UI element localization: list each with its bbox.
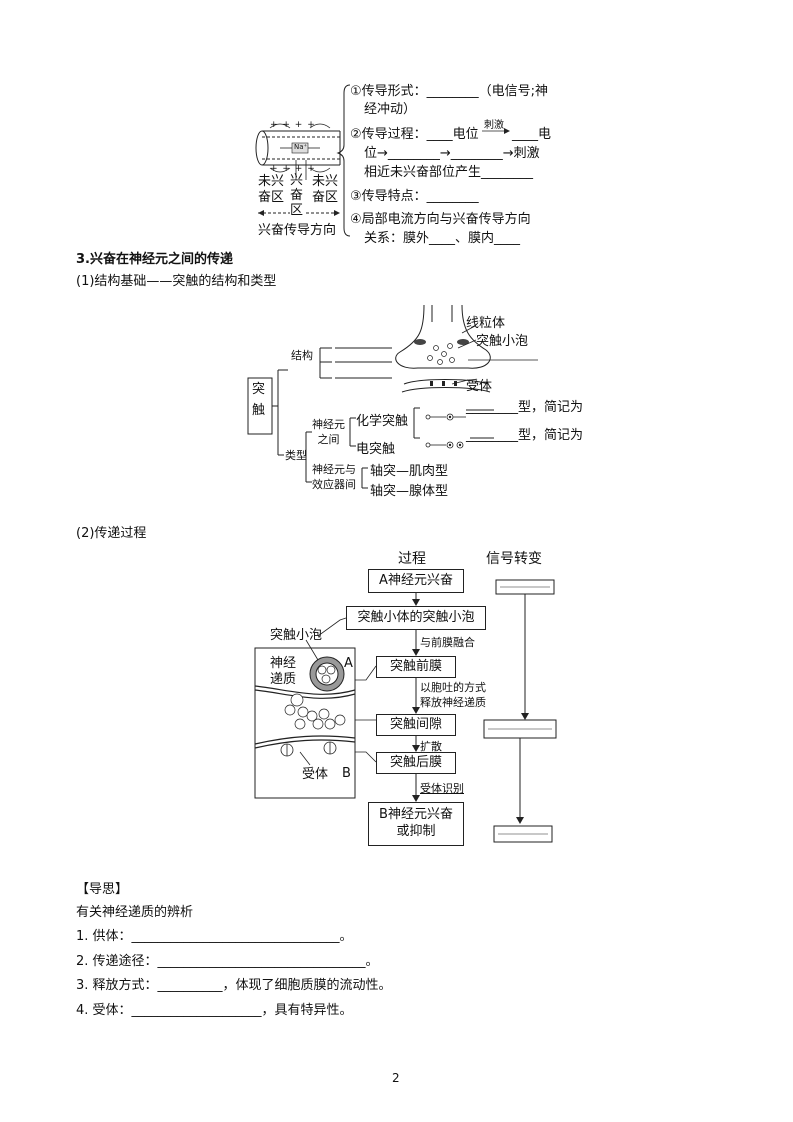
neuron-effector-label: 神经元与 效应器间	[312, 463, 356, 491]
item-2b: 位→________→________→刺激	[364, 146, 540, 161]
electrical-type-blank: ________型，简记为	[466, 428, 584, 443]
sodium-label: Na⁺	[294, 143, 308, 151]
receptor-label: 受体	[466, 379, 493, 394]
axon-muscle-label: 轴突—肌肉型	[370, 464, 449, 479]
item-4: ④局部电流方向与兴奋传导方向	[350, 212, 531, 227]
chemical-synapse-label: 化学突触	[356, 414, 409, 429]
step-b-neuron-response: B神经元兴奋 或抑制	[368, 802, 464, 846]
section-3-heading: 3.兴奋在神经元之间的传递	[76, 252, 233, 267]
neuron-between-label: 神经元 之间	[312, 418, 345, 446]
reflection-subtitle: 有关神经递质的辨析	[76, 905, 194, 920]
process-column-header: 过程	[398, 551, 426, 567]
fig-neuron-b-label: B	[342, 766, 351, 781]
axon-gland-label: 轴突—腺体型	[370, 484, 449, 499]
direction-label: 兴奋传导方向	[258, 223, 337, 238]
question-release-mode: 3. 释放方式：__________，体现了细胞质膜的流动性。	[76, 978, 392, 993]
stimulus-label: 刺激	[484, 120, 504, 131]
question-pathway: 2. 传递途径：________________________________…	[76, 954, 379, 969]
note-fuse-membrane: 与前膜融合	[420, 636, 475, 649]
note-exocytosis: 以胞吐的方式	[420, 681, 486, 694]
step-presynaptic-membrane: 突触前膜	[376, 656, 456, 678]
fig-vesicle-label: 突触小泡	[270, 628, 323, 643]
section-3-subheading: (1)结构基础——突触的结构和类型	[76, 274, 277, 289]
electrical-synapse-label: 电突触	[356, 442, 396, 457]
transmission-subheading: (2)传递过程	[76, 526, 147, 541]
excited-region-label: 兴 奋 区	[290, 173, 304, 218]
signal-column-header: 信号转变	[486, 551, 542, 567]
unexcited-left-label: 未兴 奋区	[258, 174, 285, 205]
step-a-neuron-excited: A神经元兴奋	[368, 569, 464, 593]
synapse-root: 突 触	[252, 382, 266, 418]
fig-neurotransmitter-label: 神经 递质	[270, 656, 297, 687]
synapse-map-lines	[247, 304, 538, 489]
chemical-type-blank: ________型，简记为	[466, 400, 584, 415]
item-2-end: ____电	[512, 127, 552, 142]
reflection-title: 【导思】	[76, 882, 129, 897]
step-synaptic-cleft: 突触间隙	[376, 714, 456, 736]
item-1: ①传导形式：________（电信号;神	[350, 84, 549, 99]
note-diffusion: 扩散	[420, 740, 442, 753]
vesicle-label: 突触小泡	[476, 334, 529, 349]
fig-neuron-a-label: A	[344, 656, 353, 671]
nerve-fiber-figure	[255, 84, 510, 237]
mitochondria-label: 线粒体	[466, 316, 506, 331]
note-receptor-recognition: 受体识别	[420, 782, 464, 795]
item-4b: 关系：膜外____、膜内____	[364, 231, 521, 246]
item-3: ③传导特点：________	[350, 189, 479, 204]
note-release-nt: 释放神经递质	[420, 696, 486, 709]
transmission-lines	[254, 579, 557, 843]
item-2: ②传导过程：____电位	[350, 127, 479, 142]
fig-receptor-label: 受体	[302, 767, 329, 782]
question-receptor: 4. 受体：____________________，具有特异性。	[76, 1003, 353, 1018]
item-1b: 经冲动）	[364, 102, 417, 117]
step-postsynaptic-membrane: 突触后膜	[376, 752, 456, 774]
question-donor: 1. 供体：________________________________。	[76, 929, 353, 944]
item-2c: 相近未兴奋部位产生________	[364, 165, 534, 180]
structure-label: 结构	[291, 349, 313, 362]
type-label: 类型	[285, 449, 307, 462]
plus-row-top: + + + +	[270, 120, 316, 130]
plus-row-bottom: + + + +	[270, 164, 316, 174]
unexcited-right-label: 未兴 奋区	[312, 174, 339, 205]
page-number: 2	[392, 1071, 400, 1085]
step-synaptic-vesicle: 突触小体的突触小泡	[346, 606, 486, 630]
